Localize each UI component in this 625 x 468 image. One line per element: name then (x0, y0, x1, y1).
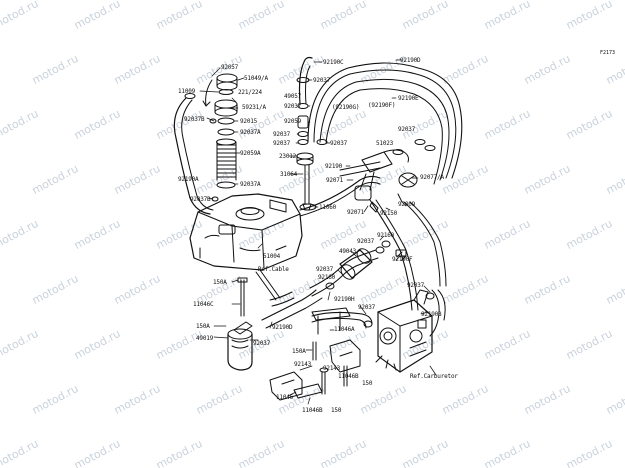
callout-11009: 11009 (178, 88, 196, 95)
callout-11046b-upper: 11046B (338, 373, 359, 380)
callout-92037b-upper: 92037B (184, 116, 205, 123)
callout-92160-lower: 92160 (318, 274, 336, 281)
callout-92037-a: 92037 (313, 77, 331, 84)
callout-11046: 11046 (276, 394, 294, 401)
callout-92190h: 92190H (334, 296, 355, 303)
callout-92077a: 92077/A (420, 174, 444, 181)
callout-150a-lower: 150A (292, 348, 306, 355)
callout-51049a: 51049/A (244, 75, 268, 82)
vent-hoses-92190d-92190e (298, 56, 463, 185)
callout-92059a: 92059A (240, 150, 261, 157)
callout-150-upper: 150 (362, 380, 373, 387)
carburetor (375, 289, 433, 373)
callout-92150: 92150 (380, 210, 398, 217)
callout-92037-c: 92037 (273, 131, 291, 138)
fuel-tank-51004 (189, 193, 303, 271)
fuel-hoses-lower (261, 289, 446, 337)
fuel-filter-49019 (227, 269, 295, 371)
callout-92037b-lower: 92037B (190, 196, 211, 203)
callout-92059: 92059 (284, 118, 302, 125)
callout-92143-right: 92143 (323, 365, 341, 372)
callout-92037-d: 92037 (273, 140, 291, 147)
callout-92190d-lower: 92190D (272, 324, 293, 331)
callout-92009: 92009 (398, 201, 416, 208)
callout-92037-j: 92037 (407, 282, 425, 289)
filler-neck-assembly (202, 73, 238, 202)
hose-92190a-inner (181, 99, 214, 211)
callout-221-224: 221/224 (238, 89, 262, 96)
fuel-filter-49043 (309, 240, 407, 297)
callout-92037-i: 92037 (358, 304, 376, 311)
ref-carburetor: Ref.Carburetor (410, 373, 458, 380)
callout-11046c: 11046C (193, 301, 214, 308)
valve-assembly-51023 (299, 139, 447, 311)
callout-92190f-paren: (92190F) (368, 102, 396, 109)
callout-92037-h: 92037 (316, 266, 334, 273)
callout-150a-mid: 150A (196, 323, 210, 330)
callout-92037-e: 92037 (330, 140, 348, 147)
figure-code: F2173 (600, 50, 616, 56)
callout-59231a: 59231/A (242, 104, 266, 111)
callout-92190c: 92190C (323, 59, 344, 66)
callout-51023: 51023 (376, 140, 394, 147)
callout-51004: 51004 (263, 253, 281, 260)
hose-92190a (173, 97, 211, 215)
callout-92190g: (92190G) (332, 104, 360, 111)
leader-lines (199, 59, 437, 405)
callout-92190f: 92190F (392, 256, 413, 263)
callout-92190: 92190 (325, 163, 343, 170)
callout-92190e: 92190E (398, 95, 419, 102)
callout-92037-f: 92037 (398, 126, 416, 133)
callout-11046a: 11046A (334, 326, 355, 333)
callout-23012: 23012 (279, 153, 297, 160)
callout-49043: 49043 (339, 248, 357, 255)
callout-49019: 49019 (196, 335, 214, 342)
callout-49057: 49057 (284, 93, 302, 100)
callout-92037a-lower: 92037A (240, 181, 261, 188)
callout-92037a-upper: 92037A (240, 129, 261, 136)
callout-92015: 92015 (240, 118, 258, 125)
callout-92037-k: 92037 (253, 340, 271, 347)
callout-92037-g: 92037 (357, 238, 375, 245)
callout-92037-b: 92037 (284, 103, 302, 110)
callout-11046b-lower: 11046B (302, 407, 323, 414)
callout-11060: 11060 (319, 204, 337, 211)
callout-92190b: 92190B (421, 311, 442, 318)
brackets-11046 (269, 307, 361, 401)
callout-92160-upper: 92160 (377, 232, 395, 239)
callout-92143-left: 92143 (294, 361, 312, 368)
callout-31064: 31064 (280, 171, 298, 178)
callout-92071-lower: 92071 (347, 209, 365, 216)
callout-92190d-top: 92190D (400, 57, 421, 64)
callout-92071-upper: 92071 (326, 177, 344, 184)
callout-150a-upper: 150A (213, 279, 227, 286)
callout-150-lower: 150 (331, 407, 342, 414)
ref-cable: Ref.Cable (258, 266, 289, 273)
callout-92190a: 92190A (178, 176, 199, 183)
callout-92057: 92057 (221, 64, 239, 71)
